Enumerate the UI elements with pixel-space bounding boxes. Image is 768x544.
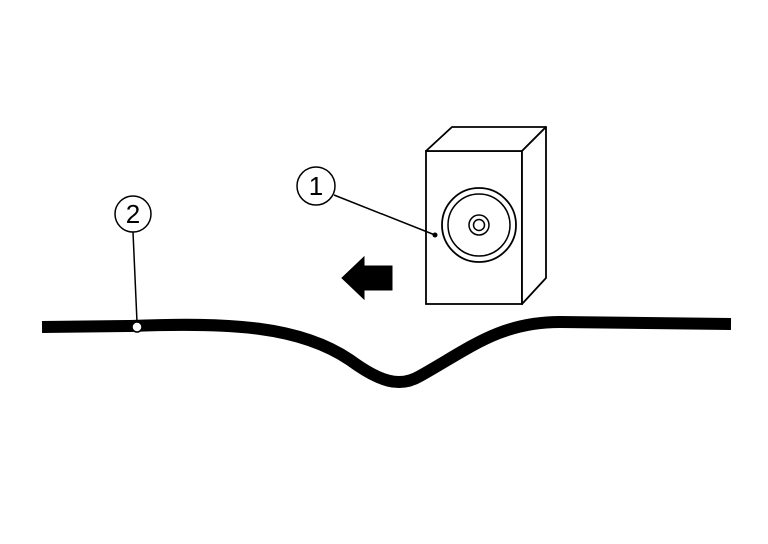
cable-callout-label: 2 bbox=[126, 199, 140, 229]
speaker-callout-label: 1 bbox=[309, 171, 323, 201]
cable-callout-leader bbox=[132, 231, 138, 323]
arrow-left-icon bbox=[341, 255, 393, 301]
speaker-callout: 1 bbox=[296, 166, 336, 206]
cable-point bbox=[131, 321, 143, 333]
cable-line bbox=[41, 316, 732, 388]
speaker-callout-dot bbox=[432, 232, 438, 238]
cable-callout: 2 bbox=[114, 195, 152, 233]
speaker-callout-leader bbox=[333, 194, 436, 236]
speaker-icon bbox=[425, 126, 547, 305]
